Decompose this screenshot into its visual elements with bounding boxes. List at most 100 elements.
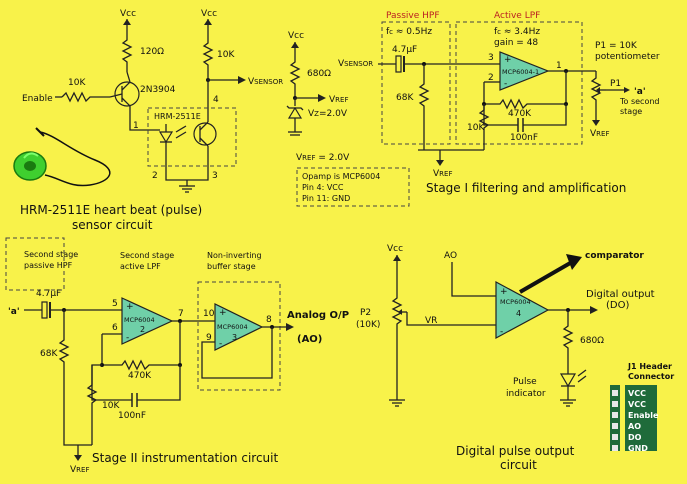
svg-text:VREF: VREF <box>70 465 90 475</box>
header-pin <box>612 434 618 440</box>
svg-text:4.7µF: 4.7µF <box>36 289 61 299</box>
svg-text:VREF: VREF <box>590 129 610 139</box>
header-pin-label: GND <box>628 444 648 453</box>
svg-text:Pin 11: GND: Pin 11: GND <box>302 194 350 203</box>
stage2-resistor-10k <box>86 365 98 445</box>
svg-text:Analog O/P: Analog O/P <box>287 310 349 321</box>
stage2-resistor-68k <box>58 310 92 446</box>
svg-text:Vcc: Vcc <box>288 31 304 41</box>
svg-text:Non-inverting: Non-inverting <box>207 251 262 260</box>
svg-text:2: 2 <box>488 73 494 83</box>
note-box <box>296 167 410 207</box>
svg-text:3: 3 <box>232 333 237 342</box>
resistor-470k <box>483 71 567 110</box>
svg-text:10K: 10K <box>217 50 235 60</box>
svg-text:(AO): (AO) <box>297 334 322 345</box>
svg-text:470K: 470K <box>508 109 532 119</box>
svg-text:VREF: VREF <box>329 95 349 105</box>
svg-text:7: 7 <box>178 309 184 319</box>
svg-text:-: - <box>126 333 129 343</box>
svg-text:68K: 68K <box>396 93 414 103</box>
resistor-base <box>61 91 110 103</box>
opamp-stage1 <box>499 51 550 91</box>
svg-text:68K: 68K <box>40 349 58 359</box>
stage2-circuit: Second stage passive HPF Second stage ac… <box>5 237 349 475</box>
phototransistor-icon <box>193 122 217 146</box>
svg-text:VZ=2.0V: VZ=2.0V <box>308 109 348 119</box>
stage1-circuit: Vcc 680Ω VREF VZ=2.0V VREF = 2.0V Opamp … <box>286 11 660 207</box>
zener-icon <box>287 106 303 119</box>
hrm-module-box <box>147 107 237 167</box>
svg-text:P1 = 10K: P1 = 10K <box>595 41 638 51</box>
svg-text:100nF: 100nF <box>510 133 538 143</box>
svg-text:VSENSOR: VSENSOR <box>338 59 373 69</box>
svg-text:-: - <box>504 79 507 89</box>
potentiometer-p1 <box>590 71 602 120</box>
passive-hpf-box <box>381 21 451 145</box>
header-pin-label: Enable <box>628 411 659 420</box>
svg-text:680Ω: 680Ω <box>580 336 604 346</box>
buffer-box <box>197 281 281 391</box>
opamp-comparator <box>495 280 550 340</box>
svg-text:stage: stage <box>620 107 642 116</box>
opamp-buffer <box>214 303 264 351</box>
svg-text:Vcc: Vcc <box>387 244 403 254</box>
svg-text:1: 1 <box>133 121 139 131</box>
svg-text:(10K): (10K) <box>356 320 380 330</box>
svg-text:MCP6004-1: MCP6004-1 <box>502 68 539 76</box>
resistor-10k <box>478 104 490 150</box>
svg-text:potentiometer: potentiometer <box>595 52 660 62</box>
svg-text:VREF = 2.0V: VREF = 2.0V <box>296 153 350 163</box>
svg-text:2: 2 <box>140 325 145 334</box>
svg-text:Opamp is MCP6004: Opamp is MCP6004 <box>302 172 380 181</box>
svg-text:active LPF: active LPF <box>120 262 161 271</box>
led-icon <box>559 373 577 388</box>
active-lpf-box <box>455 21 583 145</box>
svg-text:8: 8 <box>266 315 272 325</box>
stage2-resistor-470k <box>101 321 181 371</box>
module-label: HRM-2511E <box>154 112 201 121</box>
svg-text:+: + <box>500 287 508 297</box>
svg-text:+: + <box>504 55 512 65</box>
header-pin <box>612 423 618 429</box>
svg-text:(DO): (DO) <box>606 300 629 311</box>
svg-text:MCP6004: MCP6004 <box>124 316 155 324</box>
svg-text:J1 Header: J1 Header <box>627 362 672 371</box>
svg-text:+: + <box>126 302 134 312</box>
comparator-arrow <box>519 260 573 294</box>
svg-text:680Ω: 680Ω <box>307 69 331 79</box>
svg-text:-: - <box>500 327 503 337</box>
r-collector-label: 120Ω <box>140 47 164 57</box>
input-capacitor <box>395 55 402 73</box>
svg-text:P2: P2 <box>360 308 371 318</box>
stage2-input-capacitor <box>41 301 48 319</box>
opamp-stage2 <box>121 297 174 345</box>
svg-text:VR: VR <box>425 316 437 326</box>
svg-text:4.7µF: 4.7µF <box>392 45 417 55</box>
svg-text:5: 5 <box>112 299 118 309</box>
svg-text:Pin 4: VCC: Pin 4: VCC <box>302 183 344 192</box>
svg-text:VREF: VREF <box>433 169 453 179</box>
stage2-hpf-box <box>5 237 65 291</box>
svg-text:4: 4 <box>213 95 219 105</box>
sensor-caption-1: HRM-2511E heart beat (pulse) <box>20 203 202 217</box>
stage1-caption: Stage I filtering and amplification <box>426 181 626 195</box>
header-pin <box>612 401 618 407</box>
header-pin-label: VCC <box>628 389 646 398</box>
svg-text:Second stage: Second stage <box>24 250 78 259</box>
svg-text:10K: 10K <box>102 401 120 411</box>
svg-text:-: - <box>219 339 222 349</box>
r-base-label: 10K <box>68 78 86 88</box>
header-pin <box>612 412 618 418</box>
svg-text:gain = 48: gain = 48 <box>494 38 538 48</box>
digital-circuit: Vcc P2 (10K) VR AO MCP6004 4 + - compara… <box>356 244 655 472</box>
svg-text:3: 3 <box>212 171 218 181</box>
header-pin-label: AO <box>628 422 641 431</box>
svg-text:MCP6004: MCP6004 <box>217 323 248 331</box>
svg-text:1: 1 <box>556 61 562 71</box>
svg-text:To second: To second <box>619 97 660 106</box>
svg-text:fc ≈ 0.5Hz: fc ≈ 0.5Hz <box>386 27 432 37</box>
svg-text:3: 3 <box>488 53 494 63</box>
svg-text:Passive HPF: Passive HPF <box>386 11 440 21</box>
